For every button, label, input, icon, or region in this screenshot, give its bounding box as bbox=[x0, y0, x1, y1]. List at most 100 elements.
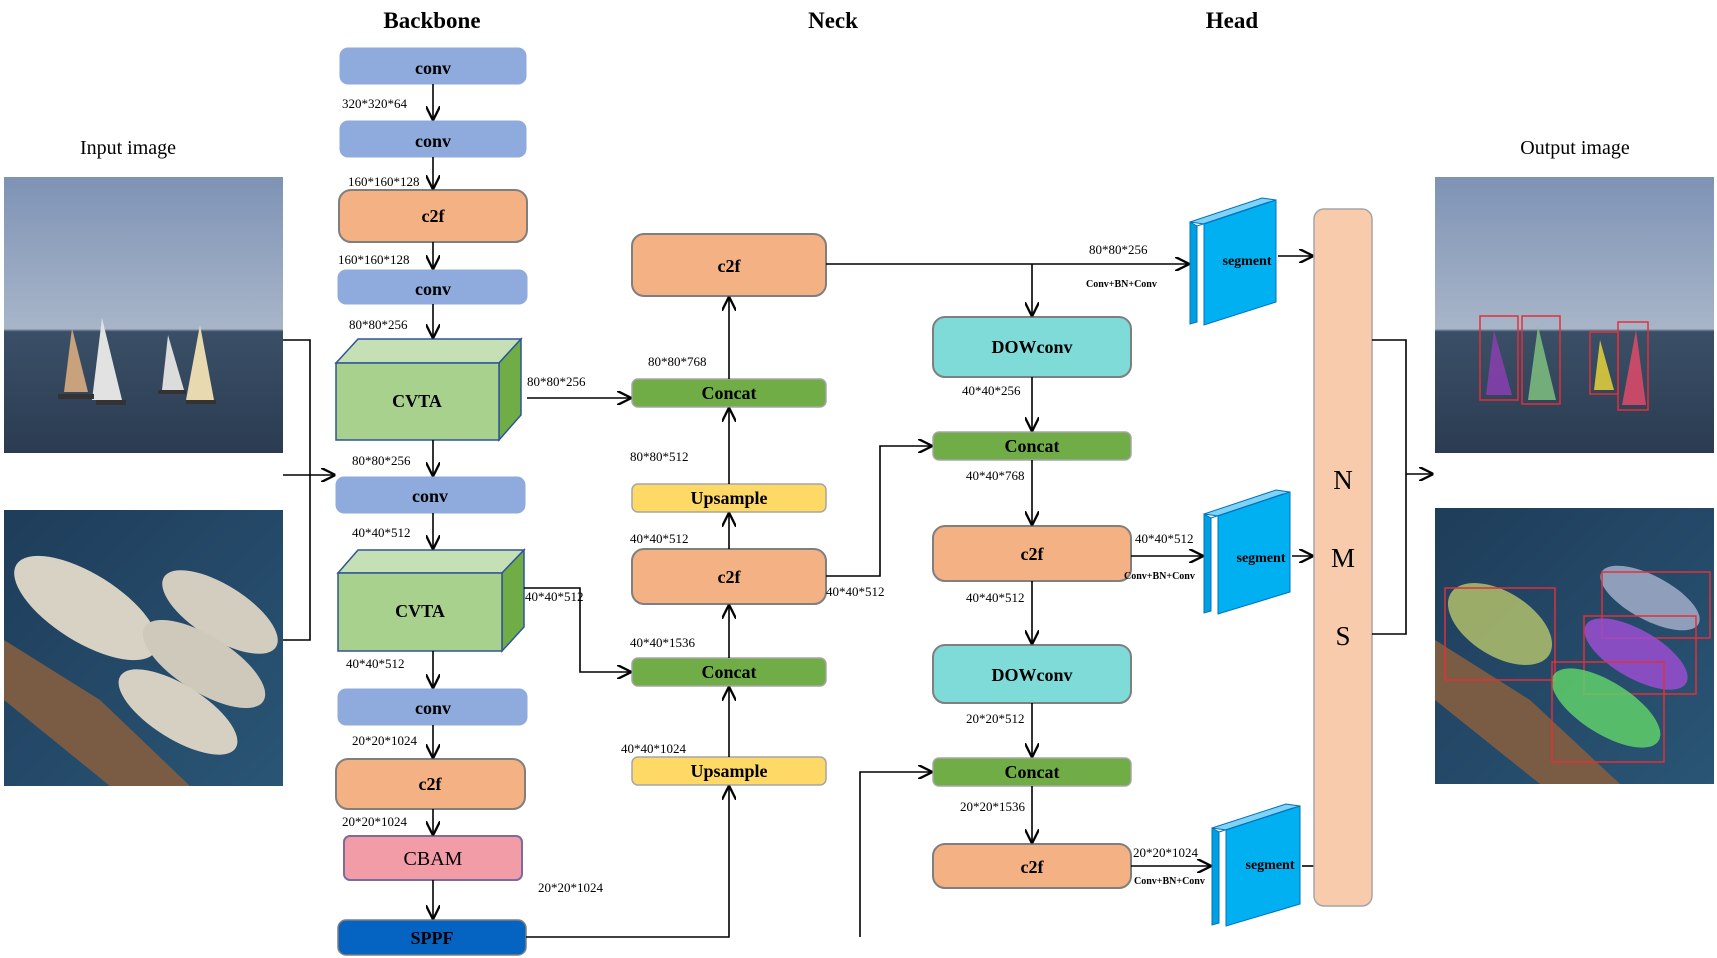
head-c2f-1-label: c2f bbox=[1021, 544, 1045, 564]
nms-letter-m: M bbox=[1331, 543, 1355, 573]
section-backbone-title: Backbone bbox=[383, 8, 480, 33]
segment-block-1: segment bbox=[1189, 197, 1277, 326]
dim-label: 20*20*1024 bbox=[352, 733, 418, 748]
neck-upsample-1: Upsample bbox=[631, 483, 827, 513]
neck-c2f-2: c2f bbox=[631, 548, 827, 605]
head-concat-2-label: Concat bbox=[1005, 762, 1060, 782]
neck-c2f-2-label: c2f bbox=[718, 567, 742, 587]
input-merge-edge bbox=[283, 339, 311, 641]
dim-label: 20*20*1024 bbox=[1133, 845, 1199, 860]
backbone-cvta-1-label: CVTA bbox=[392, 391, 442, 411]
head-c2f-1: c2f bbox=[932, 525, 1132, 582]
output-image-label: Output image bbox=[1520, 137, 1630, 159]
backbone-cbam-label: CBAM bbox=[404, 848, 463, 870]
segment-block-2: segment bbox=[1203, 489, 1291, 615]
backbone-conv-5-label: conv bbox=[415, 698, 451, 718]
edge-sppf-headconcat2 bbox=[859, 772, 931, 937]
dim-label: 20*20*1024 bbox=[538, 880, 604, 895]
output-image-sailboats bbox=[1435, 177, 1714, 453]
dim-label: 320*320*64 bbox=[342, 96, 408, 111]
dim-label: 40*40*512 bbox=[630, 531, 689, 546]
nms-letter-n: N bbox=[1333, 465, 1353, 495]
dim-label: 40*40*512 bbox=[966, 590, 1025, 605]
backbone-cbam: CBAM bbox=[343, 835, 523, 881]
head-concat-1-label: Concat bbox=[1005, 436, 1060, 456]
neck-upsample-2: Upsample bbox=[631, 756, 827, 786]
backbone-sppf-label: SPPF bbox=[411, 928, 454, 948]
backbone-conv-2-label: conv bbox=[415, 131, 451, 151]
head-dowconv-1: DOWconv bbox=[932, 316, 1132, 378]
dim-label: 40*40*1024 bbox=[621, 741, 687, 756]
backbone-c2f-1: c2f bbox=[338, 189, 528, 243]
dim-label: 80*80*256 bbox=[1089, 242, 1148, 257]
backbone-cvta-2-label: CVTA bbox=[395, 601, 445, 621]
dim-label: 40*40*768 bbox=[966, 468, 1025, 483]
backbone-c2f-2: c2f bbox=[335, 758, 526, 810]
conv-bn-conv-label: Conv+BN+Conv bbox=[1124, 571, 1195, 582]
backbone-conv-3-label: conv bbox=[415, 279, 451, 299]
conv-bn-conv-label: Conv+BN+Conv bbox=[1134, 876, 1205, 887]
head-dowconv-1-label: DOWconv bbox=[992, 337, 1073, 357]
backbone-c2f-2-label: c2f bbox=[419, 774, 443, 794]
backbone-conv-3: conv bbox=[337, 269, 528, 305]
neck-upsample-2-label: Upsample bbox=[690, 761, 767, 781]
neck-upsample-1-label: Upsample bbox=[690, 488, 767, 508]
neck-concat-1-label: Concat bbox=[702, 383, 757, 403]
dim-label: 40*40*512 bbox=[525, 589, 584, 604]
neck-concat-2-label: Concat bbox=[702, 662, 757, 682]
input-image-label: Input image bbox=[80, 137, 176, 159]
section-head-title: Head bbox=[1206, 8, 1259, 33]
neck-concat-2: Concat bbox=[631, 657, 827, 687]
conv-bn-conv-label: Conv+BN+Conv bbox=[1086, 279, 1157, 290]
edge-sppf-upsample2 bbox=[526, 787, 729, 938]
segment-label-1: segment bbox=[1223, 254, 1272, 269]
edge-cvta2-concat2 bbox=[524, 587, 630, 672]
neck-c2f-1: c2f bbox=[631, 233, 827, 297]
output-image-boats bbox=[1435, 508, 1714, 784]
backbone-conv-2: conv bbox=[339, 120, 527, 158]
neck-concat-1: Concat bbox=[631, 378, 827, 408]
dim-label: 40*40*512 bbox=[352, 525, 411, 540]
backbone-conv-4: conv bbox=[335, 476, 526, 514]
dim-label: 80*80*256 bbox=[527, 374, 586, 389]
backbone-conv-1: conv bbox=[339, 47, 527, 85]
backbone-cvta-1: CVTA bbox=[334, 337, 523, 442]
head-concat-1: Concat bbox=[932, 431, 1132, 461]
head-dowconv-2: DOWconv bbox=[932, 644, 1132, 704]
input-image-boats bbox=[4, 510, 283, 786]
dim-label: 80*80*512 bbox=[630, 449, 689, 464]
dim-label: 40*40*512 bbox=[346, 656, 405, 671]
backbone-sppf: SPPF bbox=[337, 919, 527, 956]
dim-label: 160*160*128 bbox=[338, 252, 410, 267]
head-c2f-2-label: c2f bbox=[1021, 857, 1045, 877]
dim-label: 160*160*128 bbox=[348, 174, 420, 189]
dim-label: 40*40*512 bbox=[1135, 531, 1194, 546]
segment-label-2: segment bbox=[1237, 551, 1286, 566]
edge-neckc2f2-headconcat1 bbox=[826, 446, 931, 577]
dim-label: 80*80*256 bbox=[352, 453, 411, 468]
dim-label: 80*80*768 bbox=[648, 354, 707, 369]
nms-letter-s: S bbox=[1335, 621, 1350, 651]
backbone-conv-5: conv bbox=[337, 688, 528, 726]
backbone-conv-4-label: conv bbox=[412, 486, 448, 506]
backbone-c2f-1-label: c2f bbox=[422, 206, 446, 226]
head-concat-2: Concat bbox=[932, 757, 1132, 787]
backbone-conv-1-label: conv bbox=[415, 58, 451, 78]
input-image-sailboats bbox=[4, 177, 283, 453]
dim-label: 40*40*1536 bbox=[630, 635, 696, 650]
dim-label: 80*80*256 bbox=[349, 317, 408, 332]
dim-label: 20*20*1024 bbox=[342, 814, 408, 829]
dim-label: 20*20*1536 bbox=[960, 799, 1026, 814]
head-dowconv-2-label: DOWconv bbox=[992, 665, 1073, 685]
nms-block: N M S bbox=[1313, 208, 1373, 907]
dim-label: 20*20*512 bbox=[966, 711, 1025, 726]
segment-block-3: segment bbox=[1211, 803, 1301, 927]
segment-label-3: segment bbox=[1246, 858, 1295, 873]
dim-label: 40*40*512 bbox=[826, 584, 885, 599]
dim-label: 40*40*256 bbox=[962, 383, 1021, 398]
neck-c2f-1-label: c2f bbox=[718, 256, 742, 276]
head-c2f-2: c2f bbox=[932, 843, 1132, 889]
section-neck-title: Neck bbox=[808, 8, 858, 33]
backbone-cvta-2: CVTA bbox=[336, 548, 526, 653]
